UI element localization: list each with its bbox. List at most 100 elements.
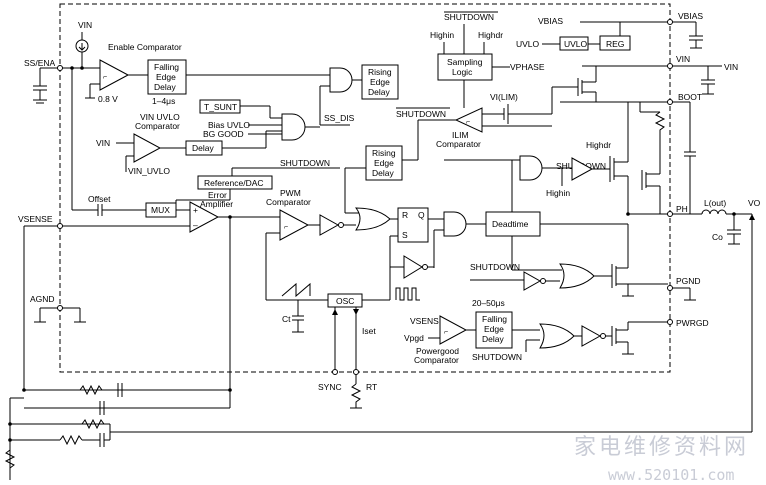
iset-label: Iset (362, 326, 376, 336)
inverter-osc (403, 255, 423, 279)
ic-boundary (59, 3, 671, 373)
shutdown-label-top: SHUTDOWN (444, 12, 494, 22)
ss-ena-pin: SS/ENA (24, 58, 63, 104)
diagram-text: R (402, 210, 408, 220)
lout-label: L(out) (704, 198, 726, 208)
highside-driver (571, 157, 594, 181)
mosfet-sense (552, 66, 597, 96)
vin-uvlo-comparator (133, 133, 162, 163)
pwm-buffer (319, 214, 340, 236)
and-gate-bias (281, 113, 306, 141)
boot-label: BOOT (678, 92, 702, 102)
ss-ena-label: SS/ENA (24, 58, 56, 68)
vbias-pin-label: VBIAS (678, 11, 703, 21)
vsense-pg-label: VSENSE (410, 316, 445, 326)
vin-uvlo-comparator-label-2: Comparator (135, 121, 180, 131)
mosfet-powergood (611, 326, 628, 346)
delay-1-4-label: 1–4μs (152, 96, 175, 106)
sync-label: SYNC (318, 382, 342, 392)
diagram-text: T_SUNT (204, 102, 237, 112)
pulse-train-icon (395, 287, 420, 301)
diagram-text: ⌐ (284, 224, 288, 231)
powergood-label-1: Powergood (416, 346, 459, 356)
diagram-text: ⌐ (444, 329, 448, 336)
vin-left-label: VIN (96, 138, 110, 148)
co-label: Co (712, 232, 723, 242)
mosfet-boot (641, 150, 661, 190)
falling-edge-delay-block-2 (475, 311, 513, 349)
comp-resistor-1 (79, 384, 103, 396)
diagram-text: Edge (156, 72, 176, 82)
boot-resistor (654, 111, 666, 150)
enable-comparator (99, 59, 130, 91)
diagram-text: Edge (374, 158, 394, 168)
diagram-text: Rising (372, 148, 396, 158)
vpgd-label: Vpgd (404, 333, 424, 343)
diagram-text: MUX (151, 205, 170, 215)
lowside-inverter (523, 271, 542, 291)
ilim-comparator-label-2: Comparator (436, 139, 481, 149)
ph-label: PH (676, 204, 688, 214)
highin-label: Highin (546, 188, 570, 198)
diagram-text: ⌐ (466, 119, 470, 126)
diagram-text: Delay (192, 143, 214, 153)
diagram-text: UVLO (564, 39, 588, 49)
diagram-text: REG (606, 39, 624, 49)
pgnd-label: PGND (676, 276, 701, 286)
diagram-text: – (193, 220, 198, 230)
sampling-logic-block (437, 53, 493, 81)
comp-resistor-2 (81, 418, 105, 430)
vi-lim-label: VI(LIM) (490, 92, 518, 102)
agnd-label: AGND (30, 294, 55, 304)
rt-label: RT (366, 382, 377, 392)
or-gate-lowside (559, 263, 595, 289)
vin-pin-label-inner: VIN (676, 54, 690, 64)
rising-edge-delay-block-2 (365, 145, 403, 181)
diagram-text: Delay (482, 334, 504, 344)
diagram-text: Sampling (447, 57, 483, 67)
vo-label: VO (748, 198, 761, 208)
or-gate-pwm (354, 207, 391, 231)
v08-label: 0.8 V (98, 94, 118, 104)
diagram-text: Falling (154, 62, 179, 72)
diagram-text: Rising (368, 67, 392, 77)
comp-resistor-3 (59, 434, 83, 446)
reg-block (599, 35, 631, 51)
divider-resistor (4, 449, 16, 469)
ss-dis-label: SS_DIS (324, 113, 355, 123)
watermark-cn: 家电维修资料网 (574, 435, 749, 460)
rising-edge-delay-block (361, 64, 399, 100)
diagram-text: Delay (368, 87, 390, 97)
delay-20-50-label: 20–50μs (472, 298, 505, 308)
enable-comparator-label: Enable Comparator (108, 42, 182, 52)
diagram-text: Delay (372, 168, 394, 178)
highin-label-top: Highin (430, 30, 454, 40)
pwm-comparator-label-1: PWM (280, 188, 301, 198)
vphase-label: VPHASE (510, 62, 545, 72)
diagram-text: OSC (336, 296, 354, 306)
vin-top-label: VIN (78, 20, 92, 30)
shutdown-label-ls: SHUTDOWN (470, 262, 520, 272)
vbias-label-inner: VBIAS (538, 16, 563, 26)
diagram-text: Logic (452, 67, 473, 77)
diagram-text: S (402, 230, 408, 240)
diagram-text: Edge (484, 324, 504, 334)
vsense-label: VSENSE (18, 214, 53, 224)
diagram-text: Edge (370, 77, 390, 87)
highdr-label-top: Highdr (478, 30, 503, 40)
inductor (701, 209, 727, 215)
watermark-url: www.520101.com (608, 466, 734, 484)
bias-uvlo-label: Bias UVLO (208, 120, 250, 130)
mosfet-lowside (611, 224, 629, 288)
pwm-comparator-label-2: Comparator (266, 197, 311, 207)
rt-resistor (350, 383, 362, 408)
powergood-label-2: Comparator (414, 355, 459, 365)
sawtooth-icon (281, 282, 311, 298)
pwrgd-label: PWRGD (676, 318, 709, 328)
powergood-buffer (581, 325, 602, 347)
diagram-text: ⌐ (103, 74, 107, 81)
offset-label: Offset (88, 194, 111, 204)
error-amplifier (189, 201, 220, 233)
vin-right-label: VIN (724, 62, 738, 72)
ct-label: Ct (282, 314, 291, 324)
